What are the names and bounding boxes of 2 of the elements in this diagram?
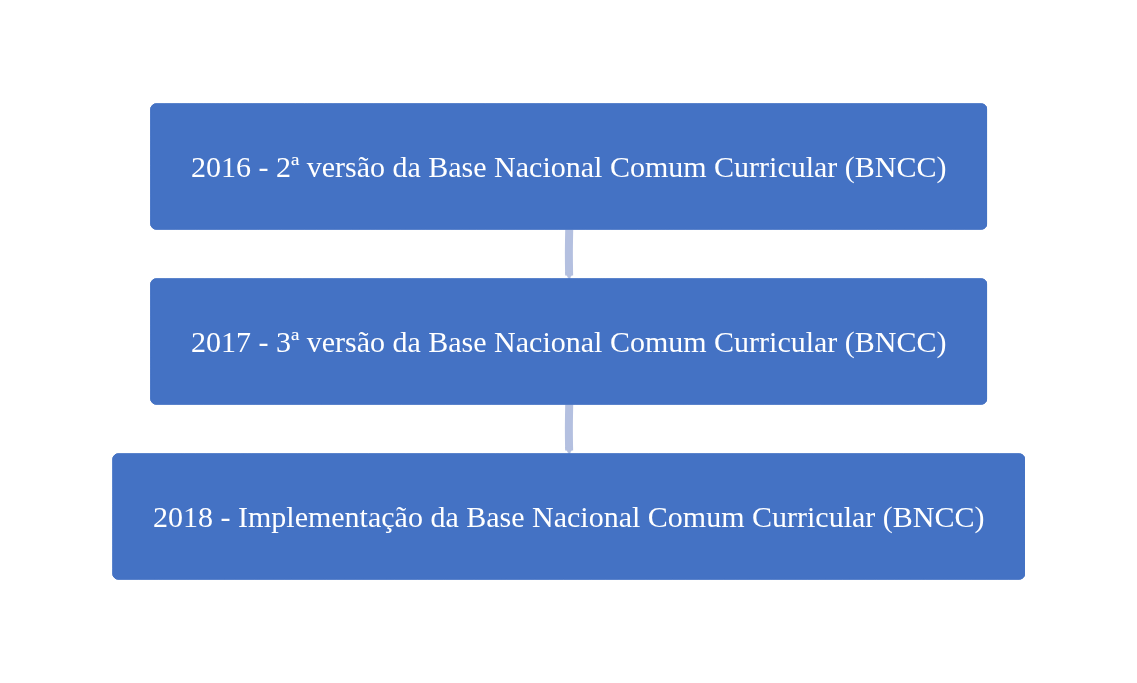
arrow	[564, 404, 574, 455]
arrow	[564, 229, 574, 280]
